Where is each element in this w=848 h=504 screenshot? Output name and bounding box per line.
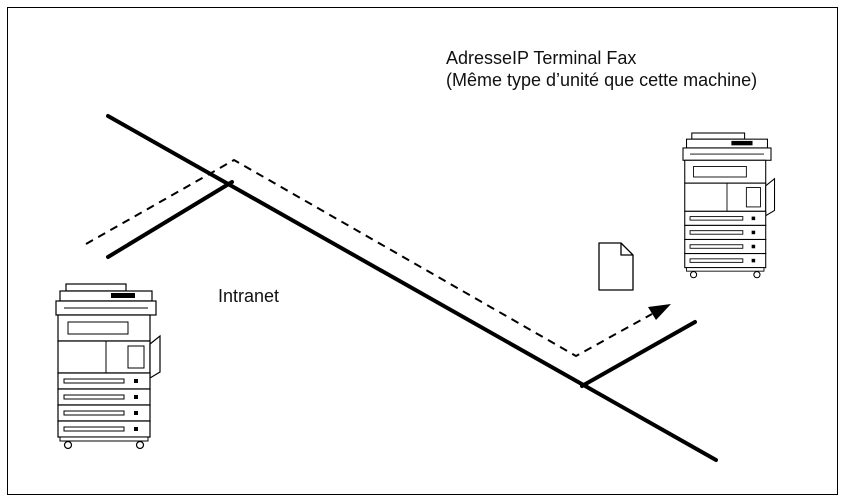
copier-icon (682, 132, 776, 279)
local-branch-line (106, 180, 234, 259)
remote-terminal-title: AdresseIP Terminal Fax (446, 48, 637, 68)
copier-icon (55, 283, 161, 450)
remote-terminal-subtitle: (Même type d’unité que cette machine) (446, 70, 758, 90)
remote-terminal-label: AdresseIP Terminal Fax (Même type d’unit… (446, 47, 757, 91)
document-icon (598, 242, 634, 291)
fax-route-dashed-path (85, 158, 653, 358)
remote-branch-line (580, 320, 697, 388)
network-label: Intranet (218, 286, 280, 306)
arrowhead-icon (648, 304, 671, 320)
